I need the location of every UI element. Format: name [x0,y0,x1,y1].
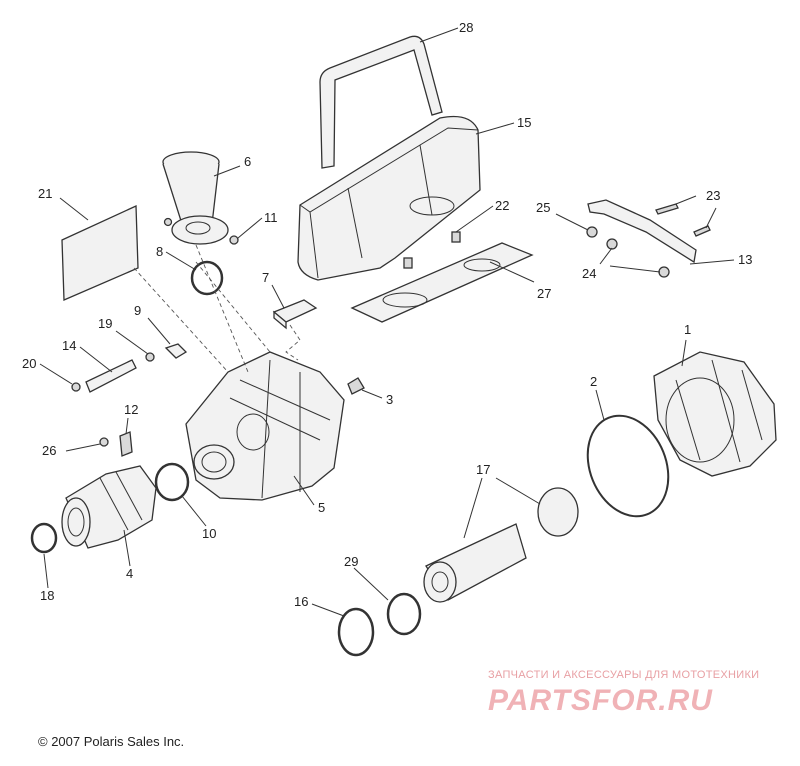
callout-10: 10 [202,526,216,541]
part-25-nut [586,226,598,238]
callout-9: 9 [134,303,141,318]
part-17-filter [423,487,579,603]
leader-lines [39,27,735,617]
callout-labels: 28 15 6 21 11 8 22 27 7 9 19 14 20 3 12 … [22,20,752,609]
part-14-hose [85,359,137,393]
part-29-clamp [386,592,422,636]
part-27-plate [350,242,534,323]
part-1-housing [653,351,777,477]
callout-3: 3 [386,392,393,407]
callout-14: 14 [62,338,76,353]
part-26-screw [99,437,109,447]
part-24-nuts [606,238,670,278]
part-18-clamp [30,522,58,554]
callout-28: 28 [459,20,473,35]
callout-17: 17 [476,462,490,477]
part-20-clamp [71,382,81,392]
part-23-bolts [655,203,711,237]
part-13-bracket [587,199,697,264]
part-4-boot [61,465,157,549]
part-12-sensor [119,431,133,457]
part-11-screws [163,217,239,245]
callout-25: 25 [536,200,550,215]
part-8-oring [190,260,224,296]
part-10-clamp [154,462,190,502]
callout-5: 5 [318,500,325,515]
part-15-cover [297,115,481,281]
callout-16: 16 [294,594,308,609]
callout-2: 2 [590,374,597,389]
callout-15: 15 [517,115,531,130]
part-21-label [61,205,139,301]
watermark-caption: ЗАПЧАСТИ И АКСЕССУАРЫ ДЛЯ МОТОТЕХНИКИ [488,669,760,681]
callout-27: 27 [537,286,551,301]
part-3-connector [347,377,365,395]
part-5-airbox [185,351,345,501]
part-16-oring [337,607,375,657]
callout-24: 24 [582,266,596,281]
callout-29: 29 [344,554,358,569]
callout-19: 19 [98,316,112,331]
callout-4: 4 [126,566,133,581]
callout-23: 23 [706,188,720,203]
callout-20: 20 [22,356,36,371]
callout-1: 1 [684,322,691,337]
callout-13: 13 [738,252,752,267]
callout-22: 22 [495,198,509,213]
callout-12: 12 [124,402,138,417]
watermark-logo: PARTSFOR.RU [488,684,713,717]
callout-6: 6 [244,154,251,169]
copyright-text: © 2007 Polaris Sales Inc. [38,734,185,749]
part-19-clamp [145,352,155,362]
part-28-handle [319,35,443,169]
callout-11: 11 [264,210,278,225]
alignment-lines [133,244,301,373]
part-2-gasket [586,414,670,518]
callout-7: 7 [262,270,269,285]
callout-8: 8 [156,244,163,259]
callout-18: 18 [40,588,54,603]
callout-21: 21 [38,186,52,201]
callout-26: 26 [42,443,56,458]
part-9-fitting [164,343,188,359]
part-6-intake-tube [162,151,229,245]
part-7-block [272,299,318,330]
